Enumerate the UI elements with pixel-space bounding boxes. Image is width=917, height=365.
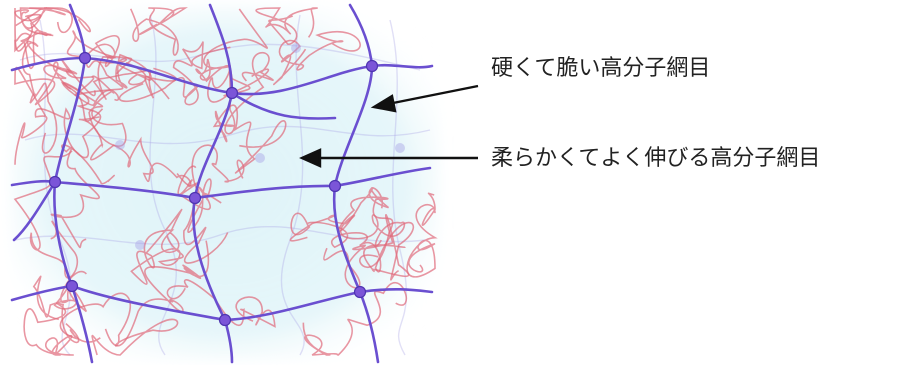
soft-network-strand [302,282,407,356]
network-background [10,5,440,360]
crosslink-node [328,179,342,193]
crosslink-node [365,59,379,73]
soft-network-strand [104,240,210,347]
soft-network-strand [223,51,274,135]
soft-network-strand [59,292,179,356]
soft-network-strand [32,270,88,321]
hard-network-arrow [387,84,479,106]
faint-node [255,153,265,163]
soft-network-strand [14,6,92,37]
faint-node [135,240,145,250]
soft-network-strand [21,40,96,154]
crosslink-node [65,279,79,293]
soft-network-strand [406,192,438,278]
soft-network-strand [290,212,415,281]
soft-network-strand [23,302,80,356]
crosslink-node [48,175,62,189]
soft-network-strand [14,61,104,122]
soft-network-strand [62,75,127,147]
hard-network-nodes [48,51,379,327]
crosslink-node [78,51,92,65]
soft-network-strand [273,30,361,86]
faint-node [395,143,405,153]
soft-network-strand [255,7,318,45]
crosslink-node [225,86,239,100]
hard-network-arrowhead [370,94,397,113]
crosslink-node [218,313,232,327]
annotation-arrows [299,84,479,168]
soft-network-strand [212,104,287,174]
soft-network-strand [118,41,231,106]
soft-network-strand [166,279,276,328]
soft-network-arrowhead [299,148,322,168]
soft-network-strand [195,8,268,103]
crosslink-node [353,285,367,299]
soft-network-strand [78,116,192,187]
soft-network-strand [129,7,188,56]
faint-network-nodes [115,43,405,250]
faint-node [291,43,301,53]
hard-network-label: 硬くて脆い高分子網目 [491,56,711,81]
soft-network-strand [50,144,115,249]
soft-network-strand [177,165,222,233]
soft-network-strand [130,208,184,285]
soft-network-strands [13,6,438,356]
soft-network-strand [13,150,79,279]
faint-node [115,140,125,150]
crosslink-node [188,191,202,205]
soft-network-label: 柔らかくてよく伸びる高分子網目 [491,146,821,171]
